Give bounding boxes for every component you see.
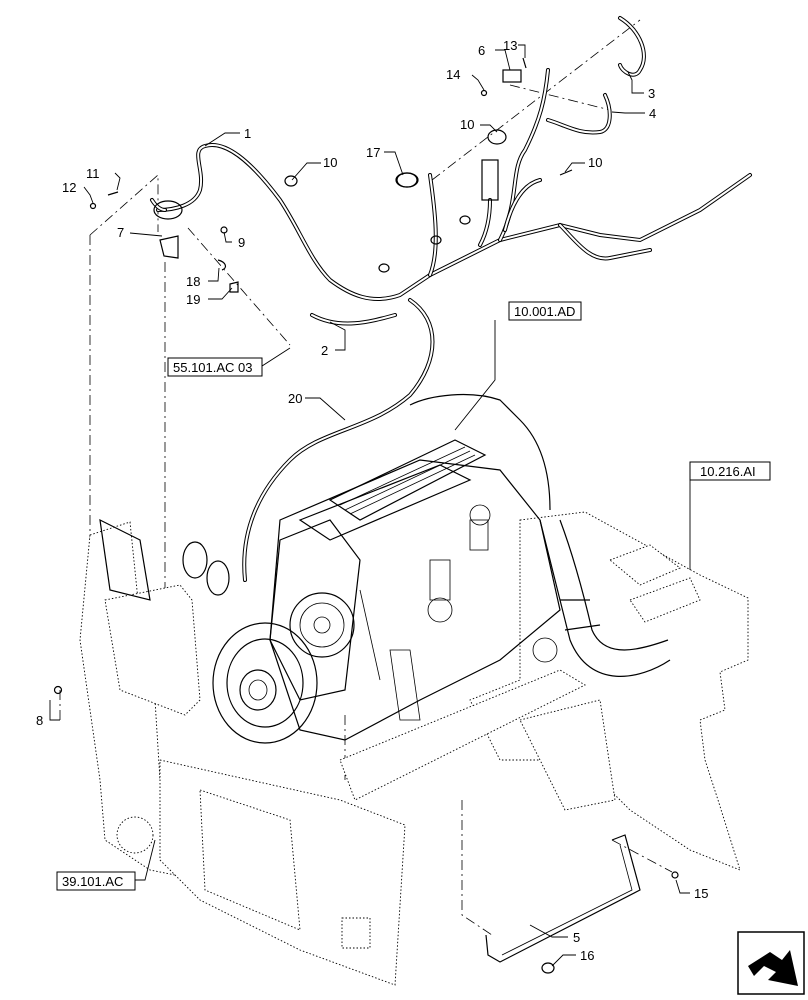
callout-1[interactable]: 1 bbox=[244, 126, 251, 141]
callout-2[interactable]: 2 bbox=[321, 343, 328, 358]
callout-19[interactable]: 19 bbox=[186, 292, 200, 307]
front-panel-lower bbox=[159, 759, 406, 986]
sub-harness-20 bbox=[242, 298, 435, 582]
callout-3[interactable]: 3 bbox=[648, 86, 655, 101]
callout-10-a[interactable]: 10 bbox=[323, 155, 337, 170]
sub-harness-3 bbox=[618, 16, 646, 77]
callout-20[interactable]: 20 bbox=[288, 391, 302, 406]
reference-label: 10.216.AI bbox=[700, 464, 756, 479]
callout-17[interactable]: 17 bbox=[366, 145, 380, 160]
forward-arrow-icon[interactable] bbox=[737, 931, 805, 995]
callout-11[interactable]: 11 bbox=[86, 166, 100, 181]
callout-7[interactable]: 7 bbox=[117, 225, 124, 240]
callout-labels: 1 2 3 4 5 6 7 8 9 10 10 10 11 12 13 14 1… bbox=[36, 38, 708, 963]
callout-10-c[interactable]: 10 bbox=[588, 155, 602, 170]
callout-12[interactable]: 12 bbox=[62, 180, 76, 195]
side-panel-left bbox=[79, 521, 201, 881]
reference-box-10-001-ad[interactable]: 10.001.AD bbox=[508, 301, 582, 321]
callout-16[interactable]: 16 bbox=[580, 948, 594, 963]
reference-label: 10.001.AD bbox=[514, 304, 575, 319]
callout-14[interactable]: 14 bbox=[446, 67, 460, 82]
callout-9[interactable]: 9 bbox=[238, 235, 245, 250]
callout-5[interactable]: 5 bbox=[573, 930, 580, 945]
main-harness bbox=[150, 68, 752, 301]
callout-15[interactable]: 15 bbox=[694, 886, 708, 901]
reference-box-10-216-ai[interactable]: 10.216.AI bbox=[689, 461, 771, 481]
hardware-parts bbox=[53, 57, 679, 974]
reference-box-55-101-ac-03[interactable]: 55.101.AC 03 bbox=[167, 357, 263, 377]
engine-assembly bbox=[212, 393, 671, 744]
sub-harness-4 bbox=[546, 93, 612, 135]
floor-panel-right bbox=[469, 511, 749, 871]
callout-8[interactable]: 8 bbox=[36, 713, 43, 728]
reference-box-39-101-ac[interactable]: 39.101.AC bbox=[56, 871, 136, 891]
callout-10-b[interactable]: 10 bbox=[460, 117, 474, 132]
callout-13[interactable]: 13 bbox=[503, 38, 517, 53]
engine-rail bbox=[339, 669, 616, 811]
valve-cover-ribs bbox=[339, 446, 476, 515]
reference-label: 55.101.AC 03 bbox=[173, 360, 253, 375]
callout-4[interactable]: 4 bbox=[649, 106, 656, 121]
callout-6[interactable]: 6 bbox=[478, 43, 485, 58]
sub-harness-2 bbox=[310, 313, 397, 326]
callout-18[interactable]: 18 bbox=[186, 274, 200, 289]
reference-label: 39.101.AC bbox=[62, 874, 123, 889]
harness-clips-left bbox=[99, 518, 230, 601]
